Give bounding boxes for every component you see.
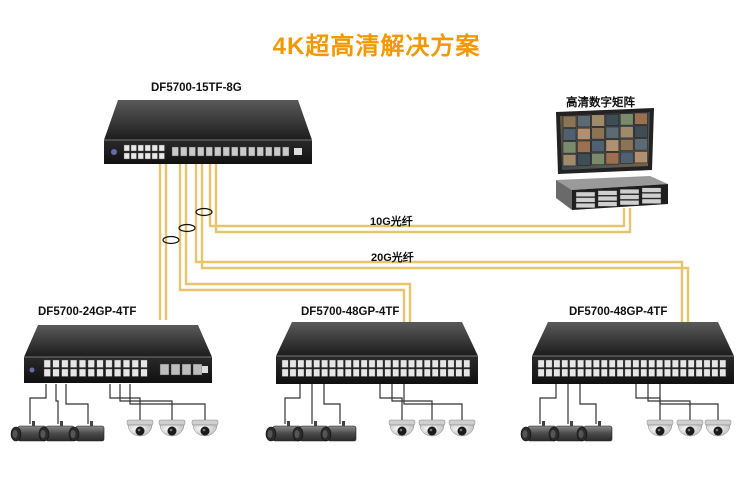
box-camera (68, 421, 105, 442)
box-camera (320, 421, 357, 442)
dome-camera (646, 419, 674, 437)
matrix-label: 高清数字矩阵 (566, 97, 635, 109)
core-switch-label: DF5700-15TF-8G (151, 82, 242, 94)
fiber-core-to-switch-1 (158, 164, 168, 320)
dome-camera (676, 419, 704, 437)
fiber-core-to-switch-2 (178, 164, 406, 322)
access-switch-2-label: DF5700-48GP-4TF (301, 306, 400, 318)
dome-camera (158, 419, 186, 437)
link-aggregation-mark (162, 235, 180, 245)
dome-camera (191, 419, 219, 437)
access-switch-3-label: DF5700-48GP-4TF (569, 306, 668, 318)
access-switch-1 (24, 325, 212, 383)
dome-camera (704, 419, 732, 437)
core-switch (104, 100, 312, 164)
access-switch-2 (276, 322, 478, 384)
box-camera (548, 421, 585, 442)
page-title: 4K超高清解决方案 (272, 33, 481, 60)
dome-camera (388, 419, 416, 437)
access-switch-1-label: DF5700-24GP-4TF (38, 306, 137, 318)
box-camera (292, 421, 329, 442)
box-camera (38, 421, 75, 442)
dome-camera (126, 419, 154, 437)
fiber-core-to-matrix (208, 164, 626, 228)
link-label-20g: 20G光纤 (371, 252, 414, 264)
box-camera (576, 421, 613, 442)
dome-camera (448, 419, 476, 437)
link-label-10g: 10G光纤 (370, 216, 413, 228)
link-aggregation-mark (178, 223, 196, 233)
matrix-monitor (556, 108, 654, 174)
cameras (10, 419, 732, 442)
access-switch-3 (532, 322, 734, 384)
dome-camera (418, 419, 446, 437)
box-camera (520, 421, 557, 442)
link-aggregation-mark (195, 207, 213, 217)
camera-cables (29, 384, 719, 424)
matrix-server (556, 176, 668, 210)
